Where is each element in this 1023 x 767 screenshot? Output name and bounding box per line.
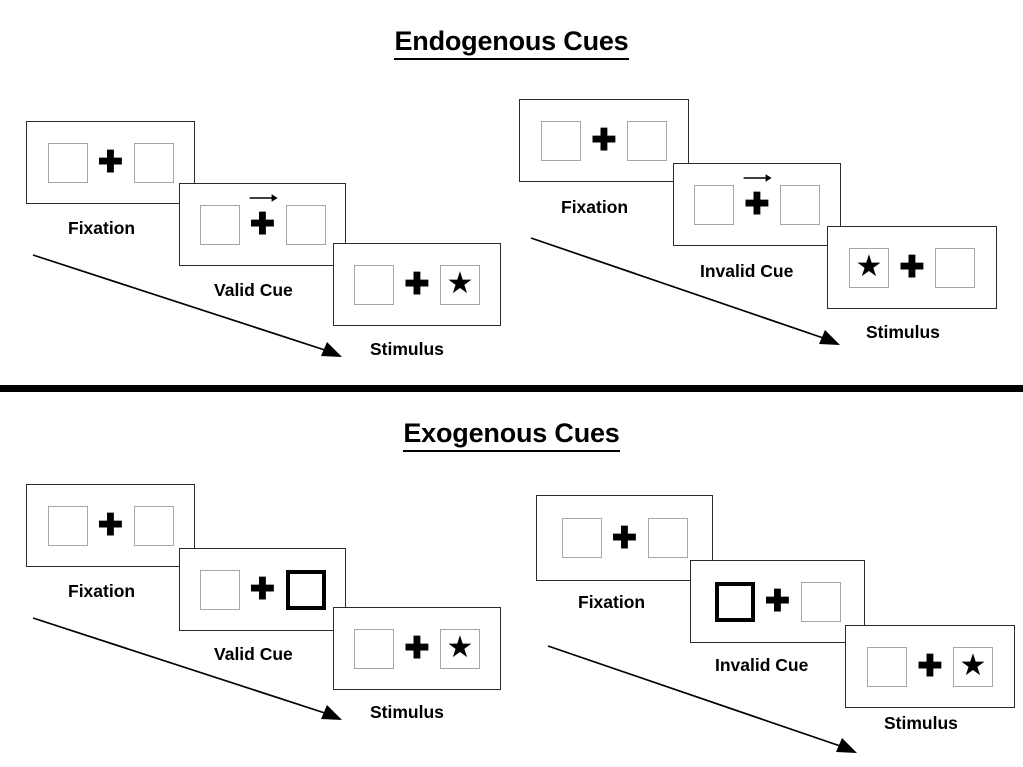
exogenous-section-title-text: Exogenous Cues: [403, 418, 620, 452]
plus-icon: ✚: [744, 188, 770, 221]
panel-exogenous-invalid-stimulus: ✚ ★: [845, 625, 1015, 708]
panel-endogenous-valid-cue: ✚: [179, 183, 346, 266]
fixation-cross: ✚: [889, 252, 935, 283]
fixation-cross: ✚: [907, 651, 953, 682]
caption-exogenous-invalid-cue: Invalid Cue: [715, 655, 809, 675]
fixation-cross: ✚: [240, 574, 286, 605]
plus-icon: ✚: [97, 146, 124, 179]
left-box: [354, 264, 394, 305]
panel-exogenous-invalid-fixation: ✚: [536, 495, 713, 581]
caption-exogenous-valid-stimulus: Stimulus: [370, 702, 444, 722]
left-box: [867, 646, 907, 687]
left-box: ★: [849, 247, 889, 288]
left-box: [561, 518, 602, 558]
plus-icon: ✚: [404, 632, 430, 665]
fixation-cross: ✚: [755, 586, 801, 617]
plus-icon: ✚: [404, 268, 430, 301]
fixation-cross: ✚: [88, 510, 134, 541]
star-icon: ★: [446, 630, 474, 664]
panel-exogenous-valid-stimulus: ✚ ★: [333, 607, 501, 690]
left-box: [199, 204, 240, 245]
caption-endogenous-valid-cue: Valid Cue: [214, 280, 293, 300]
display-content: ✚ ★: [354, 264, 480, 305]
caption-exogenous-valid-cue: Valid Cue: [214, 644, 293, 664]
right-box: [780, 184, 820, 225]
fixation-cross: ✚: [240, 194, 286, 241]
plus-icon: ✚: [591, 124, 617, 157]
plus-icon: ✚: [249, 208, 276, 241]
panel-endogenous-invalid-fixation: ✚: [519, 99, 689, 182]
left-box-cued: [714, 581, 755, 622]
display-content: ✚: [47, 505, 174, 546]
right-box: ★: [953, 646, 993, 687]
plus-icon: ✚: [611, 521, 638, 555]
left-box: [541, 120, 581, 161]
plus-icon: ✚: [899, 251, 925, 284]
panel-endogenous-valid-stimulus: ✚ ★: [333, 243, 501, 326]
time-arrow-exogenous-invalid: [547, 645, 857, 753]
star-icon: ★: [855, 249, 883, 283]
display-content: ✚: [199, 569, 326, 610]
right-box: [800, 581, 841, 622]
display-content: ✚: [714, 581, 841, 622]
star-icon: ★: [446, 266, 474, 300]
plus-icon: ✚: [917, 650, 943, 683]
left-box: [199, 569, 240, 610]
caption-endogenous-invalid-cue: Invalid Cue: [700, 261, 794, 281]
fixation-cross: ✚: [394, 633, 440, 664]
caption-exogenous-valid-fixation: Fixation: [68, 581, 136, 601]
caption-endogenous-valid-stimulus: Stimulus: [370, 339, 444, 359]
caption-endogenous-valid-fixation: Fixation: [68, 218, 136, 238]
display-content: ✚ ★: [354, 628, 480, 669]
caption-exogenous-invalid-stimulus: Stimulus: [884, 713, 958, 733]
panel-endogenous-invalid-stimulus: ★ ✚: [827, 226, 997, 309]
endogenous-section-title: Endogenous Cues: [0, 26, 1023, 60]
left-box: [47, 142, 88, 183]
display-content: ✚: [694, 174, 820, 225]
plus-icon: ✚: [764, 585, 791, 618]
caption-endogenous-invalid-fixation: Fixation: [561, 197, 629, 217]
display-content: ✚: [199, 194, 326, 245]
star-icon: ★: [959, 648, 987, 682]
right-box: [285, 204, 326, 245]
right-box: [133, 142, 174, 183]
display-content: ✚: [47, 142, 174, 183]
exogenous-section-title: Exogenous Cues: [0, 418, 1023, 452]
fixation-cross: ✚: [88, 147, 134, 178]
endogenous-section-title-text: Endogenous Cues: [394, 26, 629, 60]
fixation-cross: ✚: [394, 269, 440, 300]
panel-endogenous-invalid-cue: ✚: [673, 163, 841, 246]
display-content: ✚ ★: [867, 646, 993, 687]
left-box: [694, 184, 734, 225]
right-box: ★: [440, 264, 480, 305]
right-box: [627, 120, 667, 161]
left-box: [47, 505, 88, 546]
right-box: [647, 518, 688, 558]
right-box: [935, 247, 975, 288]
section-divider: [0, 385, 1023, 392]
right-box-cued: [285, 569, 326, 610]
left-box: [354, 628, 394, 669]
caption-endogenous-invalid-stimulus: Stimulus: [866, 322, 940, 342]
cue-arrow-right-icon: [743, 174, 772, 182]
fixation-cross: ✚: [734, 174, 780, 221]
fixation-cross: ✚: [581, 125, 627, 156]
plus-icon: ✚: [249, 573, 276, 606]
panel-exogenous-valid-cue: ✚: [179, 548, 346, 631]
panel-endogenous-valid-fixation: ✚: [26, 121, 195, 204]
caption-exogenous-invalid-fixation: Fixation: [578, 592, 646, 612]
time-arrow-endogenous-valid: [32, 254, 342, 357]
panel-exogenous-invalid-cue: ✚: [690, 560, 865, 643]
right-box: [133, 505, 174, 546]
plus-icon: ✚: [97, 509, 124, 542]
panel-exogenous-valid-fixation: ✚: [26, 484, 195, 567]
time-arrow-endogenous-invalid: [530, 237, 840, 345]
display-content: ★ ✚: [849, 247, 975, 288]
cue-arrow-right-icon: [249, 194, 278, 202]
display-content: ✚: [541, 120, 667, 161]
right-box: ★: [440, 628, 480, 669]
fixation-cross: ✚: [602, 523, 648, 554]
display-content: ✚: [561, 518, 688, 558]
